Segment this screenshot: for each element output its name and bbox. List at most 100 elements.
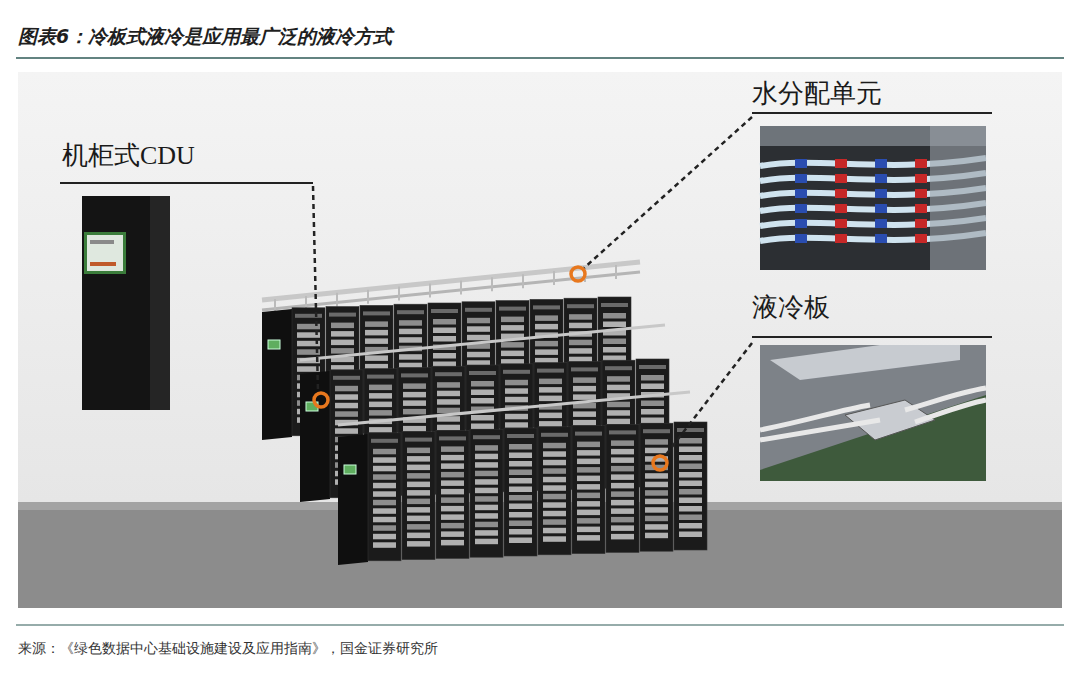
screen-mark	[90, 262, 116, 266]
source-caption: 来源：《绿色数据中心基础设施建设及应用指南》，国金证券研究所	[18, 640, 438, 658]
server-unit	[437, 391, 460, 397]
server-unit	[543, 502, 566, 508]
server-unit	[509, 487, 532, 493]
title-rule	[16, 57, 1064, 59]
server-unit	[407, 516, 430, 522]
server-unit	[577, 450, 600, 456]
server-unit	[335, 394, 358, 400]
server-unit	[539, 421, 562, 427]
server-unit	[501, 325, 524, 331]
server-unit	[331, 348, 354, 354]
server-unit	[505, 380, 528, 386]
pipe	[338, 392, 690, 425]
photo-ground	[760, 345, 986, 481]
server-unit	[467, 318, 490, 324]
distribution-unit-photo	[760, 126, 986, 270]
rack	[402, 432, 435, 560]
server-unit	[611, 440, 634, 446]
row-end-cap	[300, 371, 330, 502]
server-unit	[577, 527, 600, 533]
rack-top-vent	[507, 434, 534, 438]
valve	[835, 219, 847, 228]
server-unit	[365, 355, 388, 361]
server-unit	[645, 516, 668, 522]
server-unit	[543, 477, 566, 483]
server-unit	[407, 490, 430, 496]
server-unit	[373, 483, 396, 489]
server-unit	[509, 444, 532, 450]
server-unit	[471, 381, 494, 387]
rack-top-vent	[643, 429, 670, 433]
callout-label: 机柜式CDU	[62, 138, 195, 173]
tube	[905, 388, 986, 422]
rack	[538, 427, 571, 555]
server-unit	[441, 523, 464, 529]
rack-frame	[470, 429, 503, 557]
server-unit	[407, 482, 430, 488]
server-unit	[611, 483, 634, 489]
valve	[795, 159, 807, 168]
callout-marker	[571, 267, 585, 281]
server-unit	[407, 473, 430, 479]
valve	[795, 189, 807, 198]
rack-top-vent	[503, 370, 530, 374]
pipe-hanger	[336, 293, 338, 307]
pipe-hanger	[553, 271, 555, 285]
rack-frame	[538, 427, 571, 555]
server-unit	[535, 341, 558, 347]
server-unit	[509, 521, 532, 527]
drive-tray	[770, 345, 960, 380]
server-unit	[403, 409, 426, 415]
server-unit	[645, 490, 668, 496]
valve	[835, 189, 847, 198]
rack	[572, 426, 605, 554]
server-unit	[607, 410, 630, 416]
server-unit	[373, 491, 396, 497]
server-unit	[509, 538, 532, 544]
rack-top-vent	[575, 432, 602, 436]
pipe-hanger	[522, 274, 524, 288]
valve	[915, 189, 927, 198]
server-unit	[535, 349, 558, 355]
pipe	[300, 325, 665, 360]
server-unit	[569, 323, 592, 329]
server-unit	[543, 536, 566, 542]
server-unit	[399, 354, 422, 360]
valve	[835, 159, 847, 168]
rack	[504, 428, 537, 556]
server-unit	[505, 422, 528, 428]
server-unit	[577, 501, 600, 507]
server-unit	[577, 459, 600, 465]
server-unit	[509, 529, 532, 535]
server-unit	[373, 466, 396, 472]
valve	[875, 234, 887, 243]
server-unit	[441, 506, 464, 512]
server-unit	[403, 400, 426, 406]
server-unit	[543, 485, 566, 491]
server-unit	[335, 411, 358, 417]
server-unit	[505, 388, 528, 394]
server-unit	[441, 531, 464, 537]
server-unit	[603, 313, 626, 319]
rack	[640, 423, 673, 551]
server-unit	[475, 539, 498, 545]
server-unit	[573, 420, 596, 426]
server-unit	[577, 518, 600, 524]
server-unit	[403, 426, 426, 432]
server-unit	[509, 504, 532, 510]
rack-frame	[402, 432, 435, 560]
server-unit	[369, 427, 392, 433]
server-unit	[509, 470, 532, 476]
row-end-cap	[262, 309, 292, 440]
pipe-hanger	[367, 290, 369, 304]
server-unit	[441, 514, 464, 520]
rack	[674, 422, 707, 550]
server-unit	[611, 474, 634, 480]
server-unit	[611, 508, 634, 514]
server-unit	[441, 489, 464, 495]
server-unit	[475, 530, 498, 536]
server-unit	[543, 519, 566, 525]
server-unit	[543, 460, 566, 466]
server-unit	[645, 482, 668, 488]
